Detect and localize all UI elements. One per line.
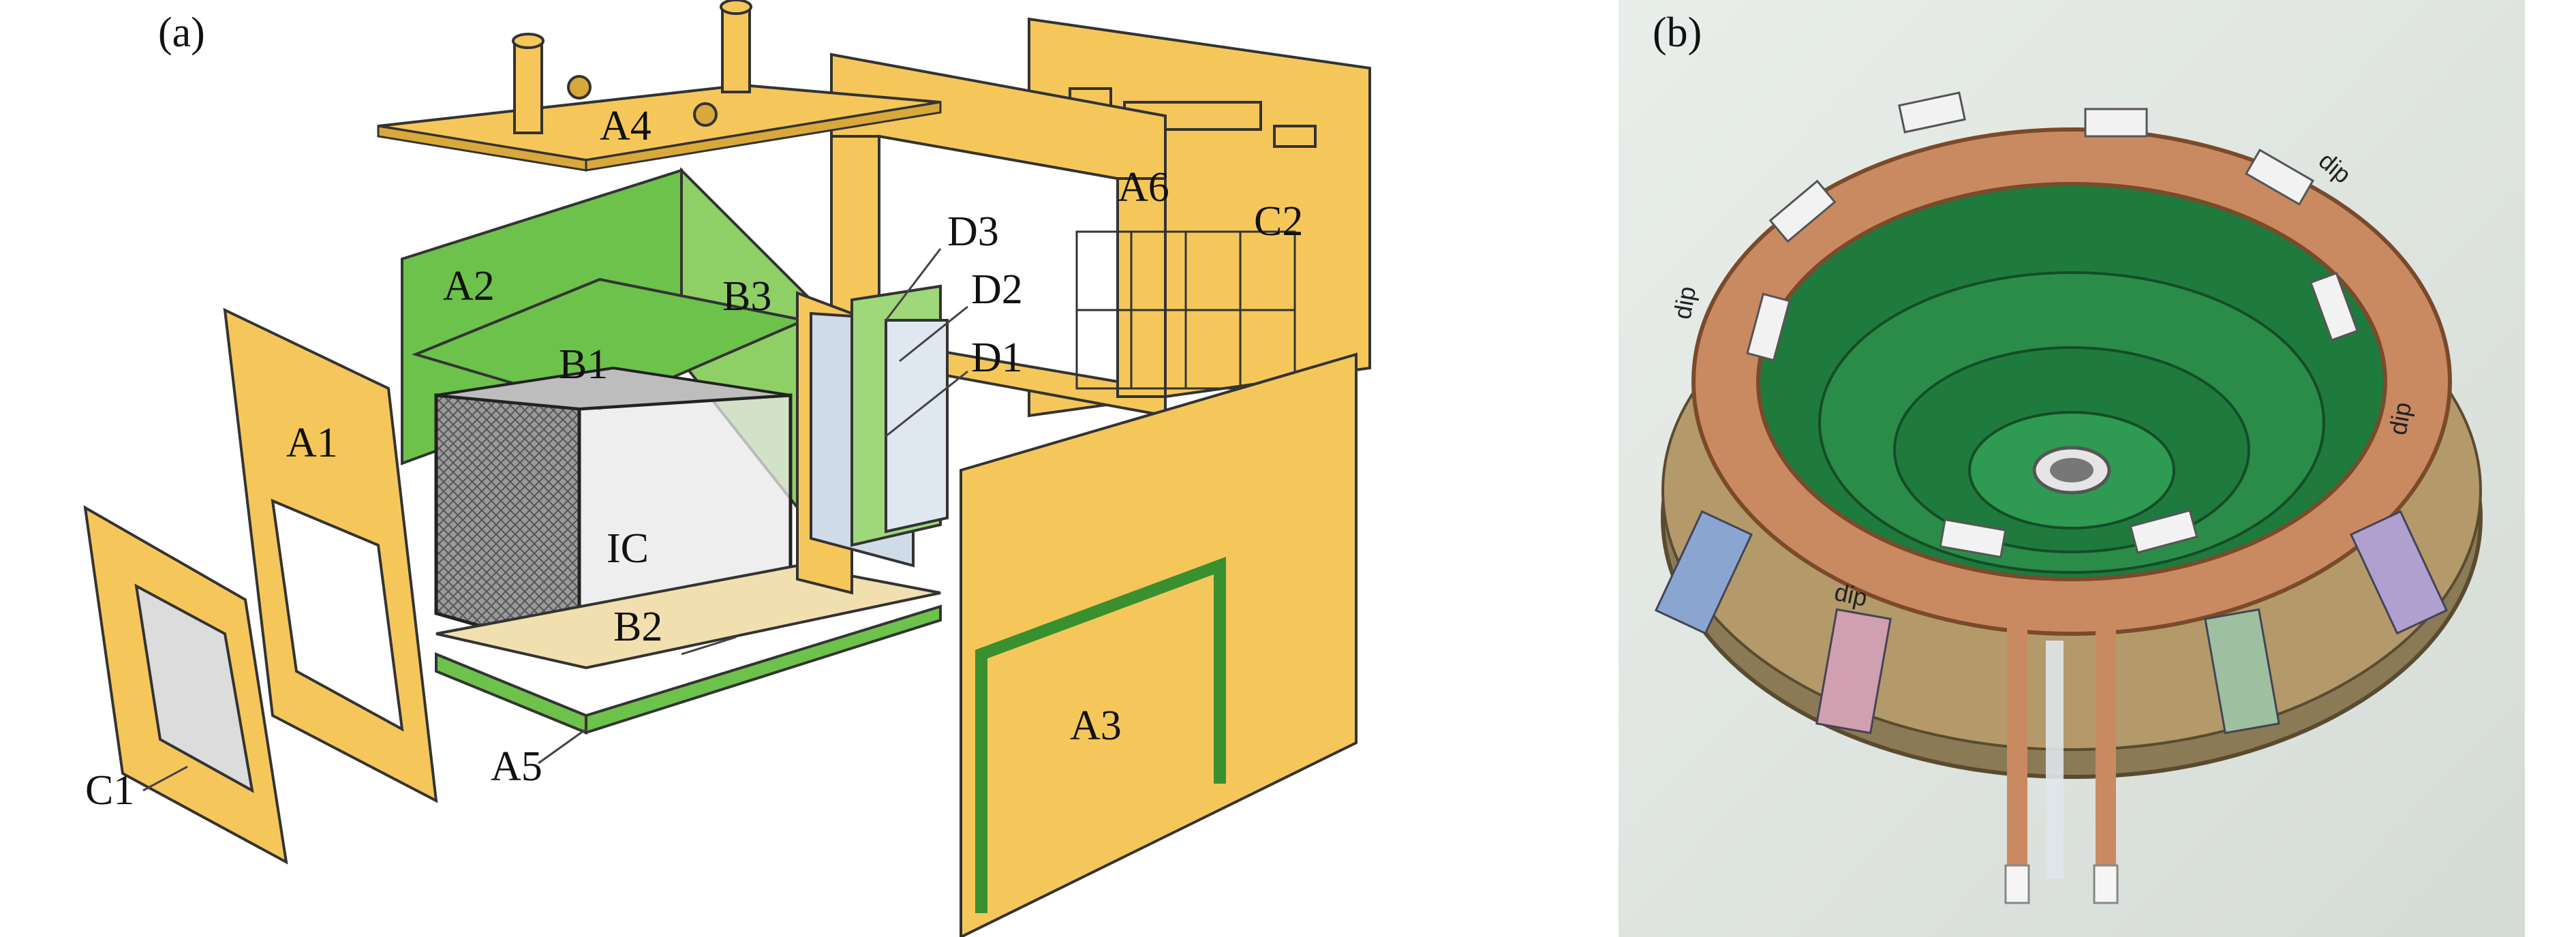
label-a2: A2 [443,263,495,309]
panel-label-b: (b) [1653,10,1702,56]
label-a1: A1 [286,420,338,466]
ribbon-cables [1654,510,2449,735]
part-labels: A1 A2 A3 A4 A5 A6 B1 B2 B3 C1 C2 D1 D2 D… [85,103,1303,814]
label-c2: C2 [1254,198,1303,245]
bottom-b2 [435,564,941,670]
label-d1: D1 [971,335,1023,381]
leader-lines [142,248,968,792]
label-d2: D2 [971,266,1023,313]
post-right [721,5,751,93]
label-b1: B1 [559,341,608,388]
label-b2: B2 [613,604,662,650]
label-ic: IC [607,525,649,572]
panel-label-a: (a) [158,10,205,56]
label-d3: D3 [947,209,999,255]
label-c1: C1 [85,767,134,814]
plate-d3 [885,319,949,534]
dip-label-right: dip [2384,400,2417,437]
dip-label-left: dip [1668,284,1702,321]
door-a3 [960,352,1358,937]
dip-label-bottom: dip [1832,578,1870,612]
panel-a-drawing [83,0,1371,937]
label-b3: B3 [722,273,771,320]
cooling-pipes [2004,613,2119,904]
panel-b-photo: dip dip dip dip [1619,0,2525,937]
post-left [513,40,543,134]
label-a5: A5 [491,743,542,790]
label-a6: A6 [1118,164,1169,211]
label-a3: A3 [1070,703,1122,749]
dip-labels: dip dip dip dip [1668,147,2417,612]
label-a4: A4 [600,103,651,149]
connectors [1746,91,2359,559]
